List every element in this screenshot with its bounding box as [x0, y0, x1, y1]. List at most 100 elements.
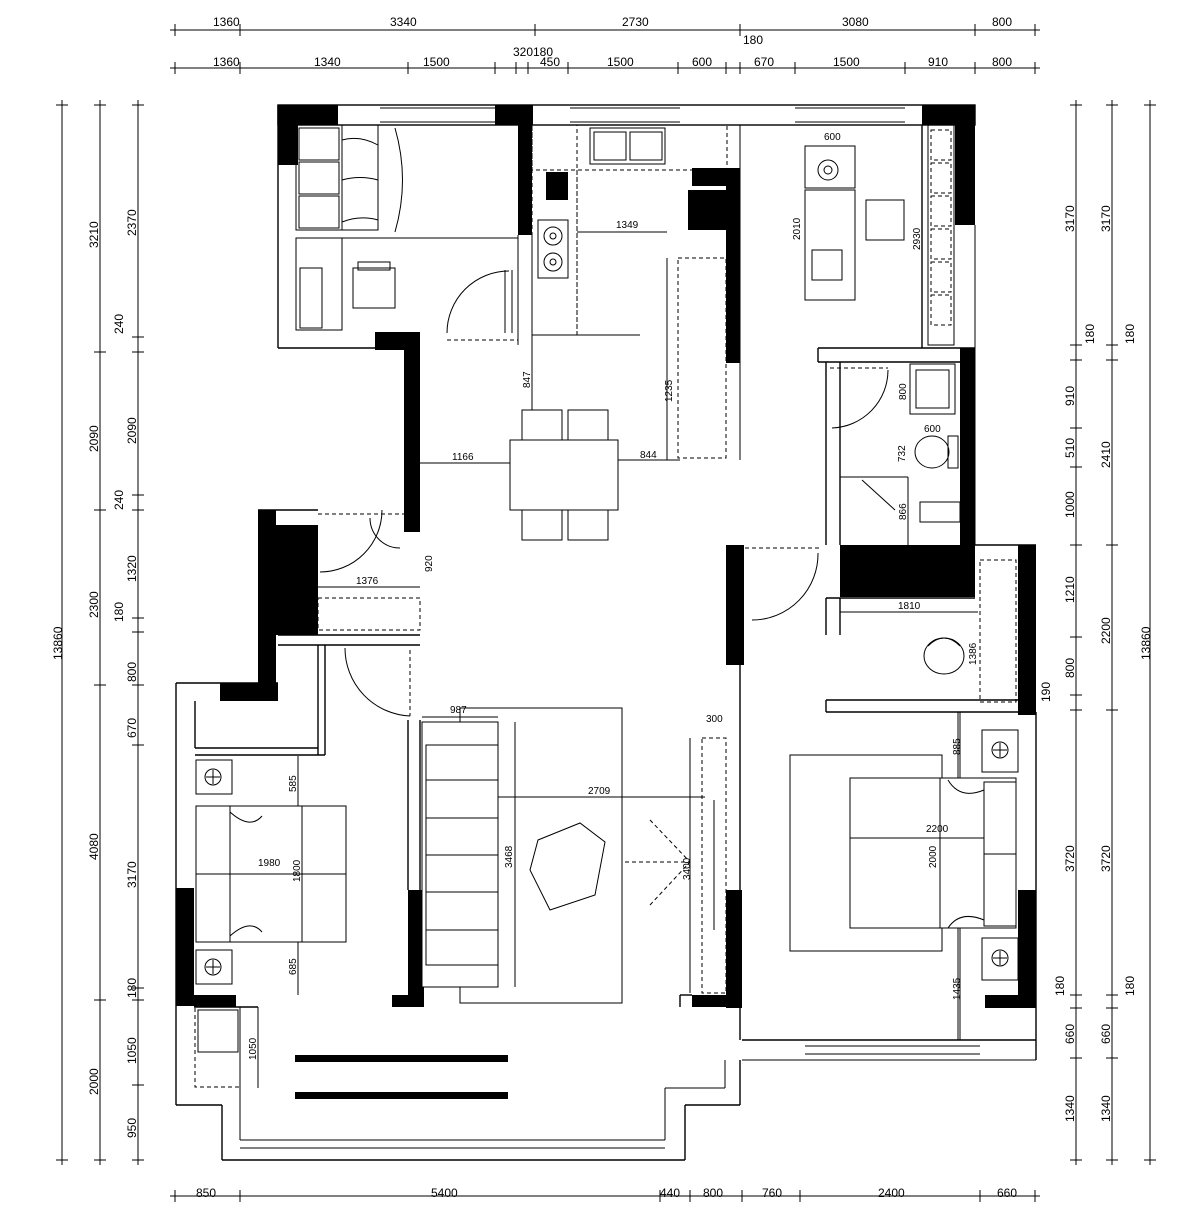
- dim-right-inner-5: 1000: [1063, 491, 1077, 518]
- label-dining-gap: 847: [522, 371, 533, 388]
- dim-top-inner-12: 910: [928, 55, 948, 69]
- left-dimension-mid: 3210 2090 2300 4080 2000: [87, 100, 106, 1165]
- living-room: 987 2709 3468 300 3400: [421, 705, 727, 1004]
- label-balcony-cab: 1050: [248, 1037, 259, 1060]
- dim-bottom-4: 800: [703, 1186, 723, 1200]
- left-dimension-inner: 2370 240 2090 240 1320 180 800 670 3170 …: [112, 100, 144, 1165]
- label-bed2-bottom: 685: [288, 958, 299, 975]
- sink-icon: [589, 127, 666, 165]
- dim-bottom-6: 2400: [878, 1186, 905, 1200]
- dim-left-outer-total: 13860: [51, 626, 65, 660]
- dim-top-inner-11: 1500: [833, 55, 860, 69]
- dim-right-mid-2: 180: [1123, 324, 1137, 344]
- stove-icon: [537, 219, 569, 279]
- dim-top-inner-4: 320: [513, 45, 533, 59]
- dim-bottom-1: 850: [196, 1186, 216, 1200]
- label-study-depth: 2930: [912, 227, 923, 250]
- bedroom-2: 1980 1800 585 685: [195, 756, 347, 995]
- label-study-desk: 2010: [792, 217, 803, 240]
- dim-left-inner-4: 240: [112, 490, 126, 510]
- label-bed2-depth: 1800: [292, 859, 303, 882]
- bed-2: [195, 805, 347, 943]
- dim-top-inner-1: 1360: [213, 55, 240, 69]
- label-kitchen-depth: 1235: [664, 379, 675, 402]
- label-master-bed-w: 2200: [926, 824, 949, 835]
- dim-right-mid-4: 2200: [1099, 617, 1113, 644]
- dim-left-inner-1: 2370: [125, 209, 139, 236]
- dim-top-inner-5: 180: [533, 45, 553, 59]
- dim-right-inner-8: 190: [1039, 682, 1053, 702]
- bottom-dimension: 850 5400 440 800 760 2400 660: [170, 1186, 1040, 1202]
- label-study-top: 600: [824, 132, 841, 143]
- dim-right-mid-5: 3720: [1099, 845, 1113, 872]
- dim-top-outer-2: 3340: [390, 15, 417, 29]
- coffee-table: [529, 822, 606, 911]
- dim-left-inner-10: 180: [125, 978, 139, 998]
- sofa: [421, 721, 499, 988]
- dim-left-inner-6: 180: [112, 602, 126, 622]
- dim-left-inner-7: 800: [125, 662, 139, 682]
- dim-top-inner-8: 600: [692, 55, 712, 69]
- dim-top-inner-6: 450: [540, 55, 560, 69]
- dim-bottom-7: 660: [997, 1186, 1017, 1200]
- top-dimension-outer: 1360 3340 2730 3080 800: [170, 15, 1040, 36]
- label-kitchen-width: 1349: [616, 220, 639, 231]
- dim-left-inner-12: 950: [125, 1118, 139, 1138]
- dim-right-inner-7: 800: [1063, 658, 1077, 678]
- label-bath-sink: 800: [898, 383, 909, 400]
- dim-top-inner-13: 800: [992, 55, 1012, 69]
- dim-left-mid-3: 2300: [87, 591, 101, 618]
- dim-right-mid-3: 2410: [1099, 441, 1113, 468]
- dim-top-inner-2: 1340: [314, 55, 341, 69]
- label-bed2-top: 585: [288, 775, 299, 792]
- dim-right-inner-12: 1340: [1063, 1095, 1077, 1122]
- walls: [175, 104, 1037, 1161]
- master-bedroom: 1810 1386 2200 2000 885: [741, 547, 1019, 1040]
- label-master-chair: 1386: [968, 642, 979, 665]
- dim-left-inner-2: 240: [112, 314, 126, 334]
- label-hall-depth: 920: [424, 555, 435, 572]
- dim-right-inner-6: 1210: [1063, 576, 1077, 603]
- dim-left-mid-4: 4080: [87, 833, 101, 860]
- dining-table: 1166 844: [420, 409, 680, 541]
- label-living-rug: 3468: [504, 845, 515, 868]
- nightstand-right-top: [981, 729, 1019, 773]
- tv-cabinet: [701, 737, 727, 994]
- study-chair: [865, 199, 905, 241]
- dim-left-inner-5: 1320: [125, 555, 139, 582]
- top-dimension-inner: 1360 1340 1500 320 180 450 1500 600 180 …: [170, 33, 1040, 74]
- right-dimension-inner: 3170 180 910 510 1000 1210 800 190 3720 …: [1039, 100, 1097, 1165]
- dim-top-outer-5: 800: [992, 15, 1012, 29]
- label-master-closet: 1810: [898, 601, 921, 612]
- dim-right-inner-2: 180: [1083, 324, 1097, 344]
- dim-top-outer-3: 2730: [622, 15, 649, 29]
- dim-bottom-5: 760: [762, 1186, 782, 1200]
- nightstand-right-bottom: [981, 937, 1019, 981]
- label-master-top: 885: [952, 738, 963, 755]
- dim-right-inner-11: 660: [1063, 1024, 1077, 1044]
- dim-right-mid-8: 1340: [1099, 1095, 1113, 1122]
- dim-top-inner-3: 1500: [423, 55, 450, 69]
- right-dimension-outer: 13860: [1139, 100, 1156, 1165]
- bathroom: 800 600 732 866: [830, 363, 961, 523]
- label-bath-wc-depth: 732: [897, 445, 908, 462]
- balcony: 1050: [194, 1006, 508, 1099]
- dim-right-inner-1: 3170: [1063, 205, 1077, 232]
- dim-right-mid-6: 180: [1123, 976, 1137, 996]
- dim-top-outer-4: 3080: [842, 15, 869, 29]
- dim-left-mid-1: 3210: [87, 221, 101, 248]
- dim-top-inner-9: 180: [743, 33, 763, 47]
- label-dining-right: 844: [640, 450, 657, 461]
- entry-hall: 1376 920: [317, 509, 435, 717]
- toilet-icon: [914, 435, 959, 469]
- label-bath-wc: 600: [924, 424, 941, 435]
- bedroom-3: [295, 124, 518, 341]
- bed3-cushions: [298, 127, 340, 229]
- label-living-sofa: 987: [450, 705, 467, 716]
- right-dimension-mid: 3170 180 2410 2200 3720 180 660 1340: [1099, 100, 1137, 1165]
- dim-right-mid-7: 660: [1099, 1024, 1113, 1044]
- dim-bottom-3: 440: [660, 1186, 680, 1200]
- lounge-chair-icon: [923, 637, 965, 675]
- nightstand-left-top: [195, 759, 233, 795]
